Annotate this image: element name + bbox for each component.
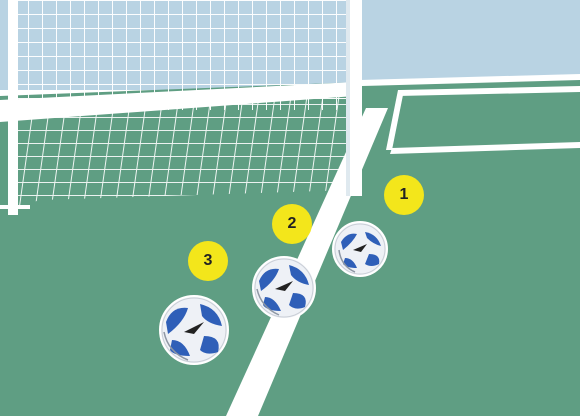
marker-1: 1 [384,175,424,215]
marker-2: 2 [272,204,312,244]
soccer-ball-icon [251,255,317,321]
soccer-ball-icon [158,294,230,366]
marker-1-label: 1 [400,187,409,203]
marker-3-label: 3 [204,253,213,269]
marker-3: 3 [188,241,228,281]
soccer-ball-icon [331,220,389,278]
marker-2-label: 2 [288,216,297,232]
goal-net-icon [0,0,355,215]
